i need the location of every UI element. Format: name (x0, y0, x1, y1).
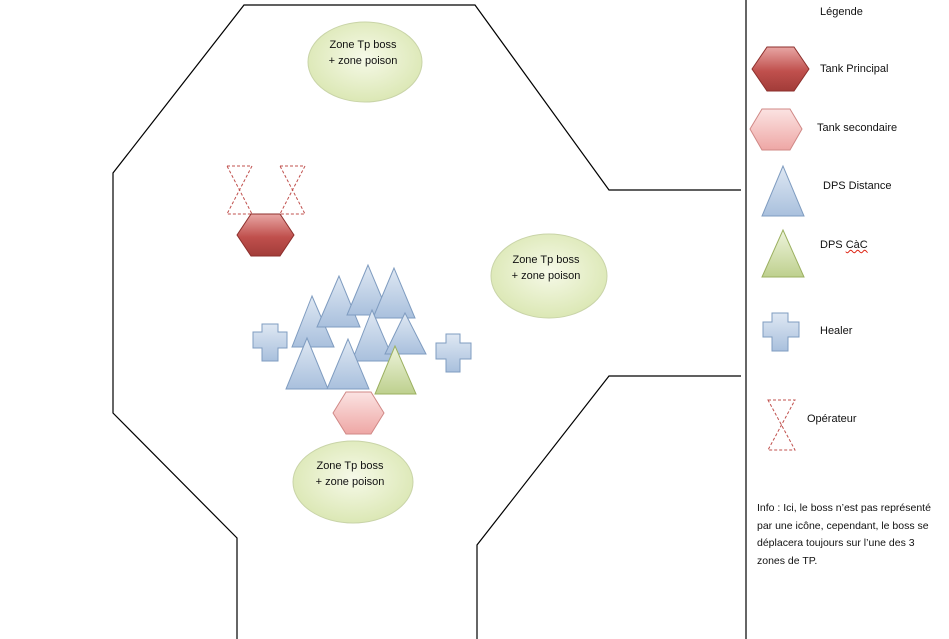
dps-distance-marker (326, 337, 370, 390)
tank-principal-marker (236, 213, 295, 257)
legend-label-tank-secondaire: Tank secondaire (817, 122, 898, 134)
operateur-marker (279, 165, 306, 215)
legend-info-text: Info : Ici, le boss n’est pas représenté… (757, 502, 931, 567)
legend-label-healer: Healer (820, 325, 853, 337)
dps-distance-marker (351, 308, 395, 362)
zone-bottom-label: Zone Tp boss + zone poison (285, 458, 415, 490)
zone-right-line2: + zone poison (511, 270, 581, 282)
dps-distance-group (285, 263, 427, 390)
dps-cac-marker (374, 344, 417, 395)
zone-bottom-line2: + zone poison (315, 476, 385, 488)
zone-right (490, 233, 608, 319)
legend-label-dps-distance: DPS Distance (823, 180, 892, 192)
zone-top-label: Zone Tp boss + zone poison (298, 37, 428, 69)
dps-distance-marker (346, 263, 390, 316)
zone-top-line1: Zone Tp boss (329, 39, 397, 51)
dps-distance-marker (285, 336, 329, 390)
legend-label-dps-cac: DPS CàC (820, 237, 868, 253)
legend-tank-principal-icon (751, 46, 810, 92)
legend-dps-cac-icon (761, 228, 805, 278)
legend-title: Légende (820, 6, 863, 18)
legend-label-dps-cac-main: DPS (820, 239, 846, 251)
legend-healer-icon (762, 312, 800, 352)
zone-right-line1: Zone Tp boss (512, 254, 580, 266)
room-outline (112, 4, 741, 639)
zone-bottom-line1: Zone Tp boss (316, 460, 384, 472)
tank-secondaire-marker (332, 391, 385, 435)
operateur-marker (226, 165, 253, 215)
legend-label-dps-cac-squiggle: CàC (845, 239, 868, 251)
legend-dps-distance-icon (761, 164, 805, 217)
healer-marker (435, 333, 472, 373)
zone-bottom (292, 440, 414, 524)
legend-label-tank-principal: Tank Principal (820, 63, 889, 75)
legend-tank-secondaire-icon (749, 108, 803, 151)
zone-top (307, 21, 423, 103)
dps-distance-marker (384, 311, 427, 355)
healer-marker (252, 323, 288, 362)
zone-right-label: Zone Tp boss + zone poison (481, 252, 611, 284)
legend-operateur-icon (767, 399, 796, 451)
zone-top-line2: + zone poison (328, 55, 398, 67)
dps-distance-marker (372, 266, 416, 319)
legend-label-operateur: Opérateur (807, 413, 857, 425)
